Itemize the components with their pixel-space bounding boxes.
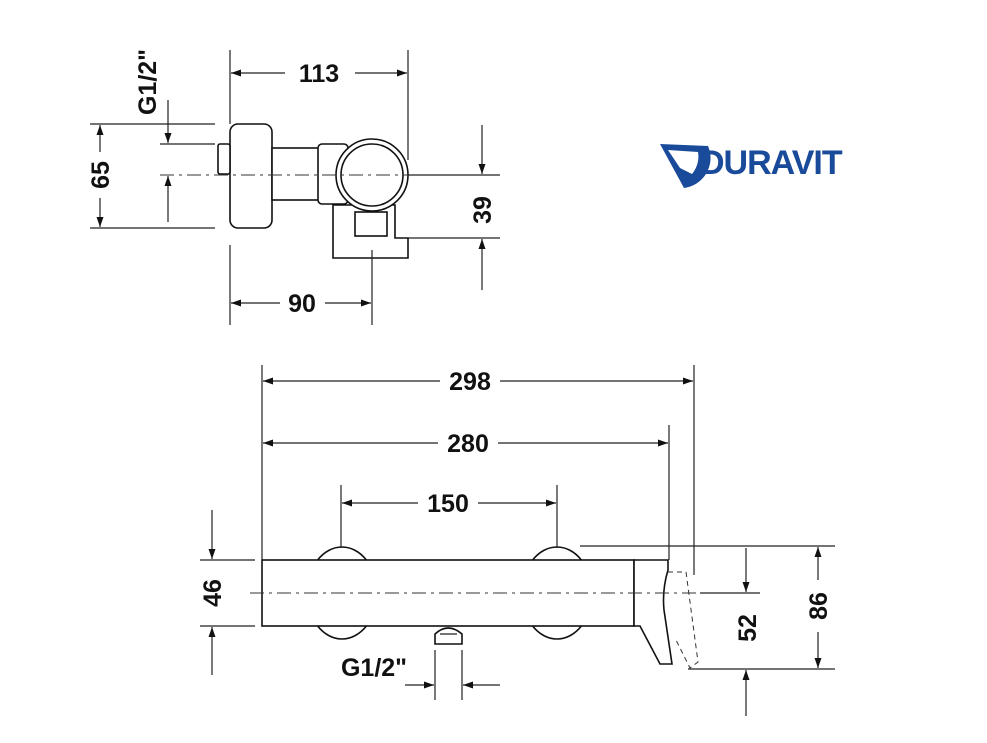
side-wall-plate <box>229 123 273 229</box>
dim-65-label: 65 <box>87 161 115 189</box>
dim-90-label: 90 <box>288 290 316 318</box>
dim-113-label: 113 <box>299 60 339 88</box>
dim-280-label: 280 <box>447 430 489 458</box>
side-wall-nut <box>217 143 231 175</box>
dim-39-label: 39 <box>469 196 497 224</box>
dim-298-label: 298 <box>449 368 491 396</box>
front-view: 298 280 150 46 G1/2" 52 86 <box>199 365 835 716</box>
dim-46-label: 46 <box>199 579 227 607</box>
side-outlet-nipple <box>354 211 388 237</box>
side-arm <box>271 147 323 201</box>
logo-wordmark: DURAVIT <box>700 144 843 182</box>
dim-thread-side-label: G1/2" <box>134 49 162 115</box>
dim-86-label: 86 <box>805 592 833 620</box>
dim-150-label: 150 <box>427 490 469 518</box>
side-view: 113 90 G1/2" 65 39 <box>87 49 500 325</box>
duravit-logo: DURAVIT <box>660 144 844 188</box>
logo-emblem-highlight <box>668 150 699 174</box>
dim-thread-front-label: G1/2" <box>341 654 407 682</box>
front-lever-rotated-dashed <box>668 571 699 669</box>
front-outlet <box>434 627 463 645</box>
dim-52-label: 52 <box>734 614 762 642</box>
front-lever-handle <box>633 559 673 665</box>
